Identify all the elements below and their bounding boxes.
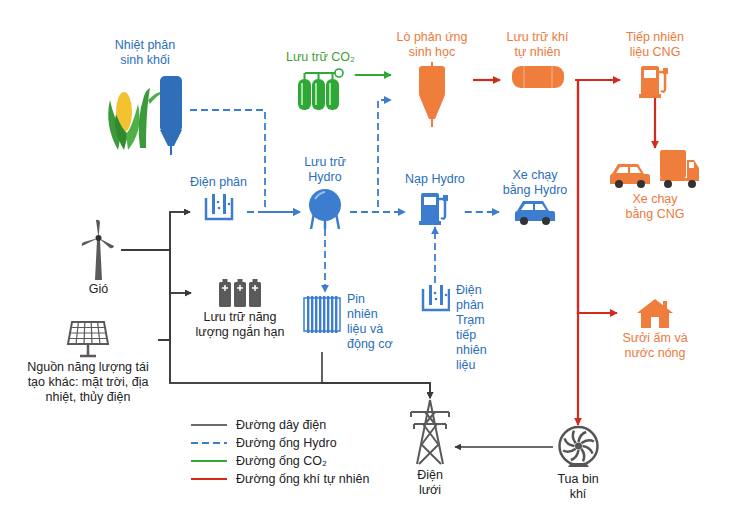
co2-pipe bbox=[355, 74, 391, 76]
house-icon bbox=[636, 297, 674, 329]
wind-icon bbox=[76, 218, 121, 280]
pylon-icon bbox=[405, 398, 455, 466]
node-label: Sưởi ấm và nước nóng bbox=[617, 331, 693, 361]
power-line bbox=[158, 293, 191, 340]
hydrogen-pipe bbox=[324, 229, 326, 292]
power-line bbox=[158, 212, 190, 340]
node-label: Lưu trữ Hydro bbox=[300, 155, 350, 185]
icon-node: Điện phân Trạm tiếp nhiên liệu bbox=[420, 283, 496, 373]
pumpo-icon bbox=[637, 62, 673, 98]
fuelcell-icon bbox=[303, 292, 341, 337]
electro-icon bbox=[420, 283, 450, 313]
node-label: Gió bbox=[89, 282, 108, 297]
legend-sample bbox=[190, 474, 228, 484]
legend-row: Đường ống CO₂ bbox=[190, 452, 369, 470]
node-label: Nạp Hydro bbox=[405, 172, 465, 187]
icon-node: Gió bbox=[76, 218, 121, 297]
h2car-icon bbox=[515, 200, 555, 226]
icon-node: Nạp Hydro bbox=[405, 172, 465, 227]
hydrogen-pipe bbox=[190, 110, 300, 212]
node-label: Lò phản ứng sinh học bbox=[391, 30, 473, 60]
icon-node: Nhiệt phân sinh khối bbox=[100, 38, 190, 155]
legend-sample bbox=[190, 438, 228, 448]
icon-node: Tua bin khí bbox=[553, 425, 603, 502]
gas-pipe bbox=[575, 80, 578, 425]
legend-row: Đường ống khí tự nhiên bbox=[190, 470, 369, 488]
legend-label: Đường ống khí tự nhiên bbox=[236, 472, 369, 486]
battery-icon bbox=[217, 278, 264, 308]
pumph-icon bbox=[417, 189, 453, 227]
power-line bbox=[121, 250, 430, 398]
h2tank-icon bbox=[305, 187, 345, 229]
node-label: Xe chạy bằng Hydro bbox=[499, 168, 571, 198]
node-label: Lưu trữ khí tự nhiên bbox=[500, 30, 575, 60]
node-label: Điện phân bbox=[190, 175, 247, 190]
co2-icon bbox=[295, 67, 345, 112]
reactor-icon bbox=[412, 62, 452, 127]
legend-row: Đường dây điện bbox=[190, 416, 369, 434]
icon-node: Xe chạy bằng Hydro bbox=[499, 168, 571, 226]
icon-node: Lưu trữ khí tự nhiên bbox=[500, 30, 575, 90]
gas-pipe bbox=[473, 79, 500, 81]
node-label: Tiếp nhiên liệu CNG bbox=[620, 30, 690, 60]
node-label: Xe chạy bằng CNG bbox=[622, 192, 688, 222]
icon-node: Lò phản ứng sinh học bbox=[391, 30, 473, 127]
legend: Đường dây điệnĐường ống HydroĐường ống C… bbox=[190, 416, 369, 488]
icon-node: Xe chạy bằng CNG bbox=[610, 148, 700, 222]
legend-label: Đường dây điện bbox=[236, 418, 326, 432]
node-label: Điện phân Trạm tiếp nhiên liệu bbox=[456, 283, 496, 373]
electro-icon bbox=[203, 192, 235, 222]
hydrogen-pipe bbox=[465, 211, 499, 213]
icon-node: Nguồn năng lượng tái tạo khác: mặt trời,… bbox=[18, 318, 158, 405]
legend-sample bbox=[190, 420, 228, 430]
node-label: Tua bin khí bbox=[553, 472, 603, 502]
gas-pipe bbox=[654, 98, 656, 148]
hydrogen-pipe bbox=[434, 227, 436, 283]
icon-node: Lưu trữ CO₂ bbox=[286, 50, 355, 112]
node-label: Điện lưới bbox=[412, 468, 448, 498]
node-label: Lưu trữ CO₂ bbox=[286, 50, 355, 65]
node-label: Nhiệt phân sinh khối bbox=[105, 38, 185, 68]
icon-node: Điện lưới bbox=[405, 398, 455, 498]
node-label: Lưu trữ năng lượng ngắn hạn bbox=[191, 310, 289, 340]
power-line bbox=[322, 352, 430, 398]
turbine-icon bbox=[556, 425, 601, 470]
icon-node: Sưởi ấm và nước nóng bbox=[617, 297, 693, 361]
icon-node: Lưu trữ năng lượng ngắn hạn bbox=[191, 278, 289, 340]
icon-node: Pin nhiên liệu và động cơ bbox=[303, 292, 397, 352]
legend-label: Đường ống CO₂ bbox=[236, 454, 327, 468]
power-line bbox=[121, 250, 191, 293]
cars-icon bbox=[610, 148, 700, 190]
legend-label: Đường ống Hydro bbox=[236, 436, 337, 450]
node-label: Pin nhiên liệu và động cơ bbox=[347, 292, 397, 352]
pyro-icon bbox=[100, 70, 190, 155]
gas-pipe bbox=[575, 79, 620, 81]
hydrogen-pipe bbox=[247, 211, 300, 213]
legend-row: Đường ống Hydro bbox=[190, 434, 369, 452]
legend-sample bbox=[190, 456, 228, 466]
icon-node: Lưu trữ Hydro bbox=[300, 155, 350, 229]
power-line bbox=[455, 446, 553, 448]
gas-pipe bbox=[575, 80, 617, 313]
node-label: Nguồn năng lượng tái tạo khác: mặt trời,… bbox=[18, 360, 158, 405]
power-line bbox=[121, 212, 190, 250]
solar-icon bbox=[64, 318, 112, 358]
icon-node: Tiếp nhiên liệu CNG bbox=[620, 30, 690, 98]
hydrogen-pipe bbox=[350, 100, 391, 212]
gasstore-icon bbox=[510, 62, 566, 90]
icon-node: Điện phân bbox=[190, 175, 247, 222]
